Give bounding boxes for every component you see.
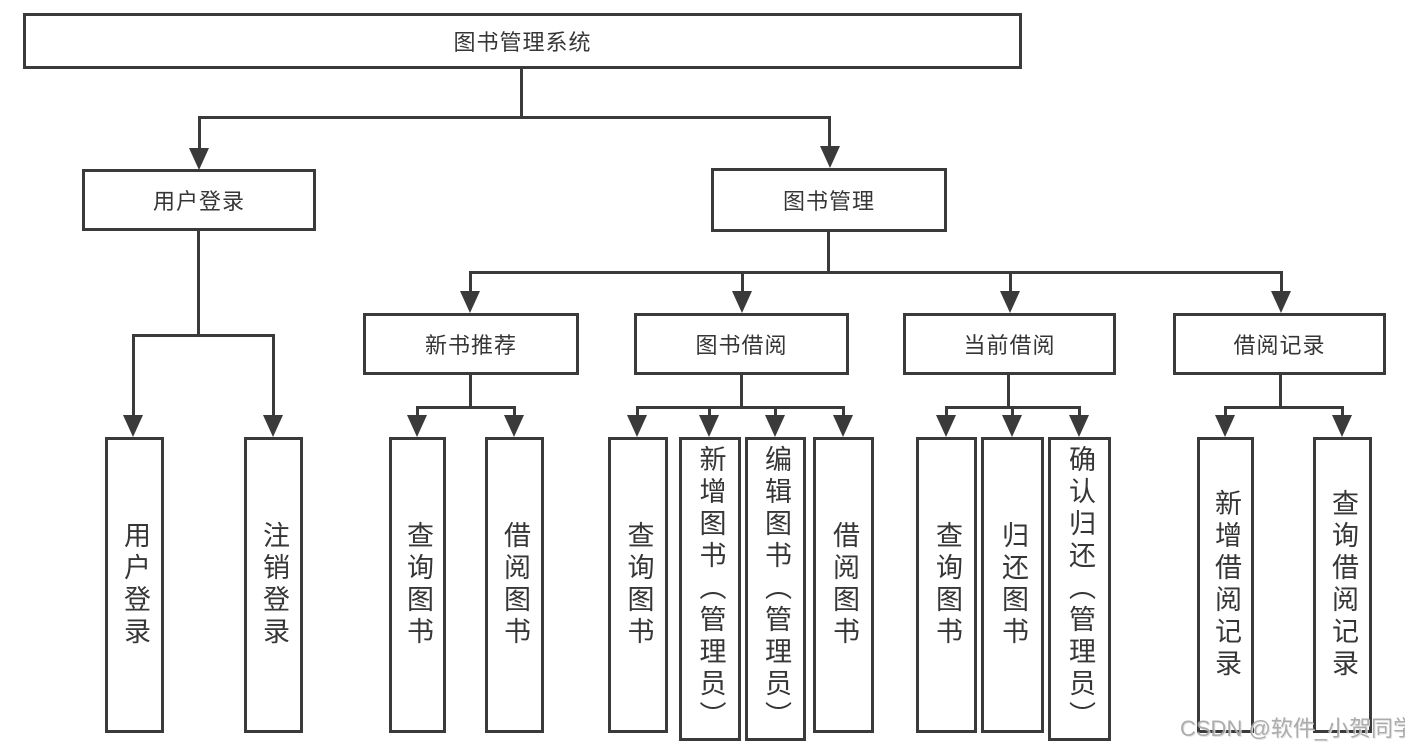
arrow-down-icon — [833, 415, 853, 437]
connector-hline — [469, 271, 1283, 274]
connector-hline — [132, 334, 275, 337]
leaf-logout: 注销登录 — [244, 437, 303, 733]
connector-vline — [827, 231, 830, 273]
connector-vline — [1007, 374, 1010, 408]
node-new-book-recommendation: 新书推荐 — [363, 313, 579, 375]
leaf-borrow-books-borrowing: 借阅图书 — [813, 437, 874, 733]
csdn-watermark: CSDN @软件_小贺同学 — [1180, 716, 1405, 741]
leaf-edit-book-admin: 编辑图书（管理员） — [745, 437, 806, 741]
arrow-down-icon — [504, 415, 524, 437]
arrow-down-icon — [1000, 291, 1020, 313]
node-book-management: 图书管理 — [711, 168, 947, 232]
connector-hline — [636, 406, 845, 409]
connector-hline — [416, 406, 516, 409]
connector-vline — [1341, 406, 1344, 418]
connector-vline — [1279, 374, 1282, 408]
connector-vline — [1011, 406, 1014, 418]
connector-vline — [945, 406, 948, 418]
connector-vline — [842, 406, 845, 418]
connector-vline — [469, 374, 472, 408]
leaf-query-books-current: 查询图书 — [916, 437, 977, 733]
arrow-down-icon — [460, 291, 480, 313]
arrow-down-icon — [627, 415, 647, 437]
connector-vline — [741, 271, 744, 295]
arrow-down-icon — [189, 148, 209, 170]
arrow-down-icon — [732, 291, 752, 313]
connector-vline — [740, 374, 743, 408]
leaf-add-borrow-record: 新增借阅记录 — [1197, 437, 1254, 733]
connector-vline — [1280, 271, 1283, 295]
arrow-down-icon — [765, 415, 785, 437]
arrow-down-icon — [1002, 415, 1022, 437]
connector-vline — [774, 406, 777, 418]
connector-vline — [197, 230, 200, 336]
arrow-down-icon — [407, 415, 427, 437]
node-borrowing-records: 借阅记录 — [1173, 313, 1386, 375]
leaf-user-login: 用户登录 — [105, 437, 164, 733]
connector-vline — [1224, 406, 1227, 418]
connector-vline — [708, 406, 711, 418]
arrow-down-icon — [263, 415, 283, 437]
leaf-return-books: 归还图书 — [981, 437, 1044, 733]
node-library-management-system: 图书管理系统 — [23, 13, 1022, 69]
arrow-down-icon — [123, 415, 143, 437]
connector-vline — [1078, 406, 1081, 418]
arrow-down-icon — [699, 415, 719, 437]
leaf-query-books-borrowing: 查询图书 — [608, 437, 668, 733]
node-book-borrowing: 图书借阅 — [634, 313, 849, 375]
leaf-confirm-return-admin: 确认归还（管理员） — [1048, 437, 1111, 741]
connector-vline — [828, 116, 831, 150]
connector-vline — [416, 406, 419, 418]
connector-vline — [272, 334, 275, 418]
leaf-query-borrow-record: 查询借阅记录 — [1313, 437, 1372, 733]
arrow-down-icon — [1069, 415, 1089, 437]
arrow-down-icon — [1271, 291, 1291, 313]
leaf-borrow-books-recommend: 借阅图书 — [485, 437, 544, 733]
connector-vline — [636, 406, 639, 418]
arrow-down-icon — [1215, 415, 1235, 437]
connector-vline — [469, 271, 472, 295]
arrow-down-icon — [1332, 415, 1352, 437]
connector-hline — [198, 116, 831, 119]
connector-vline — [1009, 271, 1012, 295]
connector-vline — [513, 406, 516, 418]
node-current-borrowing: 当前借阅 — [903, 313, 1116, 375]
connector-hline — [1224, 406, 1344, 409]
leaf-query-books-recommend: 查询图书 — [389, 437, 446, 733]
connector-vline — [132, 334, 135, 418]
arrow-down-icon — [820, 146, 840, 168]
arrow-down-icon — [936, 415, 956, 437]
connector-vline — [198, 116, 201, 152]
connector-vline — [520, 68, 523, 118]
leaf-add-book-admin: 新增图书（管理员） — [679, 437, 741, 741]
node-user-login: 用户登录 — [82, 169, 316, 231]
